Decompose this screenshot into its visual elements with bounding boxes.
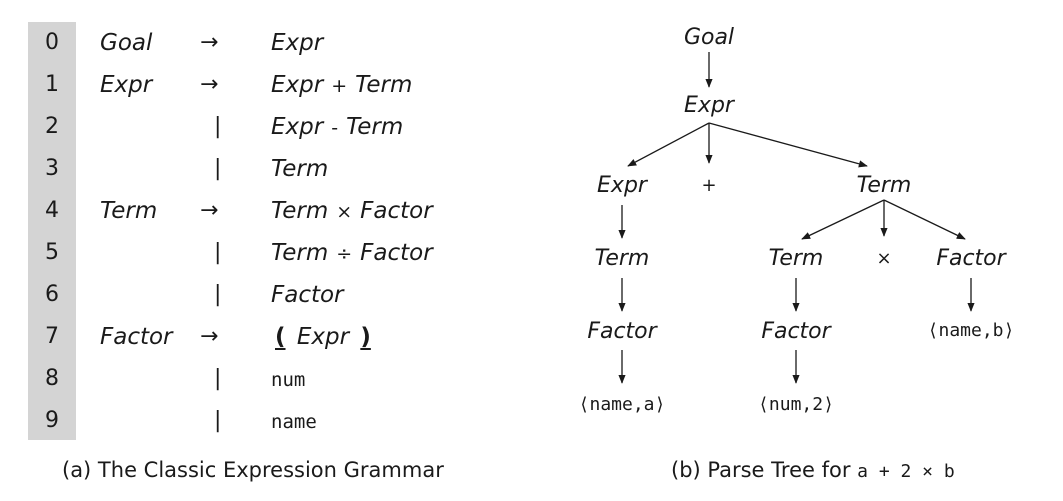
derives-arrow: → [200, 30, 219, 55]
grammar-rule-4: 4 Term → Term × Factor [28, 190, 508, 232]
alternative-bar: | [214, 156, 222, 181]
nonterminal: Expr [271, 72, 324, 98]
nonterminal: Factor [360, 240, 433, 266]
grammar-rule-1: 1 Expr → Expr + Term [28, 64, 508, 106]
rule-rhs: name [271, 400, 317, 443]
rule-rhs: Term [271, 148, 328, 190]
grammar-rule-3: 3 | Term [28, 148, 508, 190]
node-leaf-name-b: ⟨name,b⟩ [928, 320, 1015, 341]
grammar-rule-9: 9 | name [28, 400, 508, 442]
caption-grammar: (a) The Classic Expression Grammar [62, 458, 444, 482]
parenthesis-terminal: ) [360, 324, 371, 350]
grammar-rule-8: 8 | num [28, 358, 508, 400]
node-plus: + [701, 175, 716, 196]
rule-number: 5 [45, 240, 59, 265]
nonterminal: Term [271, 240, 329, 266]
rule-number: 0 [45, 30, 59, 55]
caption-parse-tree-prefix: (b) Parse Tree for [671, 458, 858, 482]
derives-arrow: → [200, 198, 219, 223]
nonterminal: Term [346, 114, 404, 140]
node-factor-b-parent: Factor [936, 246, 1007, 271]
rule-rhs: Factor [271, 274, 344, 316]
rule-number: 4 [45, 198, 59, 223]
edge-expr-expr [627, 122, 710, 167]
rule-number: 3 [45, 156, 59, 181]
terminal: num [271, 369, 306, 391]
alternative-bar: | [214, 282, 222, 307]
rule-number: 6 [45, 282, 59, 307]
rule-lhs: Factor [100, 324, 173, 350]
rule-rhs: ( Expr ) [271, 316, 375, 358]
nonterminal: Expr [271, 30, 324, 56]
grammar-rule-7: 7 Factor → ( Expr ) [28, 316, 508, 358]
parse-tree: Goal Expr Expr + Term Term Term × Factor… [579, 25, 1015, 415]
node-expr-root: Expr [684, 93, 736, 118]
rule-lhs: Expr [100, 72, 153, 98]
node-times: × [876, 248, 891, 269]
rule-lhs: Goal [100, 30, 153, 56]
rule-number: 2 [45, 114, 59, 139]
node-term-left: Term [595, 246, 650, 271]
rule-number: 9 [45, 408, 59, 433]
operator-symbol: × [336, 201, 353, 223]
node-factor-left: Factor [587, 319, 658, 344]
grammar-rule-6: 6 | Factor [28, 274, 508, 316]
nonterminal: Term [355, 72, 413, 98]
rule-number: 7 [45, 324, 59, 349]
edge-expr-term [708, 122, 868, 168]
node-expr-left: Expr [597, 173, 649, 198]
nonterminal: Expr [296, 324, 350, 350]
grammar-rule-5: 5 | Term ÷ Factor [28, 232, 508, 274]
alternative-bar: | [214, 366, 222, 391]
nonterminal: Term [271, 156, 329, 182]
grammar-rule-0: 0 Goal → Expr [28, 22, 508, 64]
caption-parse-tree-expression: a + 2 × b [857, 461, 955, 482]
derives-arrow: → [200, 72, 219, 97]
grammar-rule-2: 2 | Expr-Term [28, 106, 508, 148]
derives-arrow: → [200, 324, 219, 349]
rule-lhs: Term [100, 198, 158, 224]
node-leaf-name-a: ⟨name,a⟩ [579, 394, 666, 415]
rule-rhs: Expr [271, 22, 323, 64]
operator-symbol: + [331, 75, 348, 97]
caption-parse-tree: (b) Parse Tree for a + 2 × b [671, 458, 955, 482]
rule-rhs: Expr + Term [271, 64, 412, 107]
node-term-mid: Term [769, 246, 824, 271]
rule-rhs: Term × Factor [271, 190, 433, 233]
rule-rhs: Expr-Term [271, 106, 403, 149]
operator-symbol: - [331, 117, 339, 139]
alternative-bar: | [214, 408, 222, 433]
nonterminal: Factor [360, 198, 433, 224]
parenthesis-terminal: ( [275, 324, 286, 350]
node-goal: Goal [684, 25, 734, 50]
operator-symbol: ÷ [336, 243, 353, 265]
nonterminal: Term [271, 198, 329, 224]
alternative-bar: | [214, 114, 222, 139]
node-leaf-num-2: ⟨num,2⟩ [758, 394, 834, 415]
rule-number: 8 [45, 366, 59, 391]
rule-number-column [28, 22, 76, 440]
node-factor-mid: Factor [761, 319, 832, 344]
rule-rhs: Term ÷ Factor [271, 232, 433, 275]
rule-number: 1 [45, 72, 59, 97]
nonterminal: Factor [271, 282, 344, 308]
terminal: name [271, 411, 317, 433]
edge-term-factor-b [883, 199, 966, 240]
node-term-right: Term [857, 173, 912, 198]
alternative-bar: | [214, 240, 222, 265]
rule-rhs: num [271, 358, 305, 401]
edge-term-term-mid [801, 199, 885, 240]
nonterminal: Expr [271, 114, 324, 140]
